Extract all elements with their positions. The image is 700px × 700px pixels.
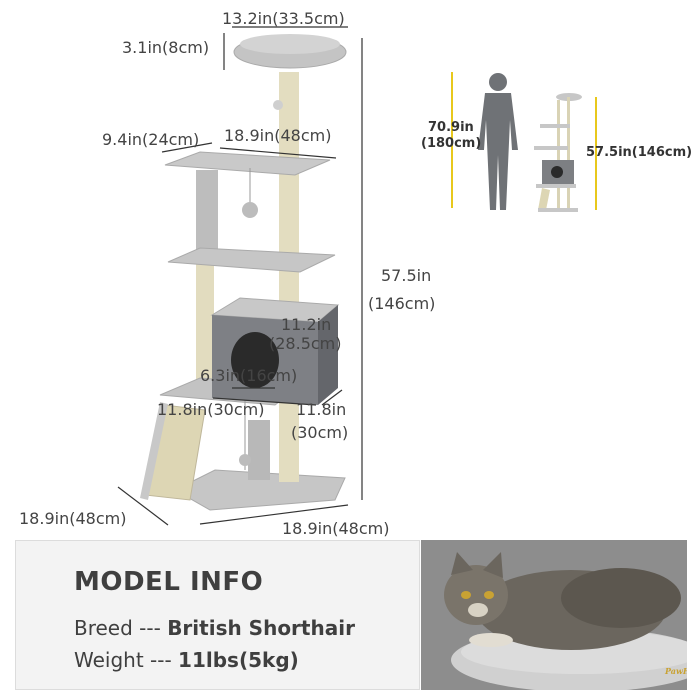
small-cat-tree xyxy=(534,93,582,212)
dim-condo-width: 11.8in(30cm) xyxy=(157,400,265,419)
breed-label: Breed --- xyxy=(74,616,168,640)
dim-platform-width: 18.9in(48cm) xyxy=(224,126,332,145)
model-info-panel: MODEL INFO Breed --- British Shorthair W… xyxy=(15,540,420,690)
person-silhouette xyxy=(478,73,518,210)
dim-condo-depth-cm: (30cm) xyxy=(291,423,349,442)
breed-value: British Shorthair xyxy=(167,616,355,640)
dim-top-height: 3.1in(8cm) xyxy=(122,38,210,57)
post-low xyxy=(248,420,270,480)
weight-value: 11lbs(5kg) xyxy=(178,648,299,672)
upper-platform xyxy=(164,151,331,176)
dim-condo-height-cm: (28.5cm) xyxy=(269,334,342,353)
dim-condo-depth-in: 11.8in xyxy=(296,400,347,419)
person-height-cm: (180cm) xyxy=(421,136,482,151)
dim-opening: 6.3in(16cm) xyxy=(200,366,298,385)
hanging-ball xyxy=(242,202,258,218)
post-back xyxy=(196,170,218,255)
brand-label: PawHut xyxy=(665,666,687,676)
weight-row: Weight --- 11lbs(5kg) xyxy=(74,648,299,672)
weight-label: Weight --- xyxy=(74,648,179,672)
dim-platform-depth: 9.4in(24cm) xyxy=(102,130,200,149)
dim-base-depth: 18.9in(48cm) xyxy=(19,509,127,528)
dim-total-height-cm: (146cm) xyxy=(368,294,436,313)
middle-platform xyxy=(167,247,336,273)
dim-top-width: 13.2in(33.5cm) xyxy=(222,9,345,28)
cat-photo: PawHut xyxy=(421,540,687,690)
model-info-title: MODEL INFO xyxy=(74,567,264,597)
dim-condo-height-in: 11.2in xyxy=(281,315,332,334)
breed-row: Breed --- British Shorthair xyxy=(74,616,355,640)
sisal-post-left xyxy=(196,262,214,387)
person-height-in: 70.9in xyxy=(428,120,474,135)
base-platform xyxy=(173,469,346,511)
lower-ball xyxy=(239,454,251,466)
cat-tree-diagram xyxy=(117,26,597,526)
dim-base-width: 18.9in(48cm) xyxy=(282,519,390,538)
ramp-frame xyxy=(140,402,168,500)
condo-opening xyxy=(231,332,279,388)
dim-total-height-in: 57.5in xyxy=(381,266,432,285)
condo-side xyxy=(318,305,338,405)
tree-height: 57.5in(146cm) xyxy=(586,145,693,160)
